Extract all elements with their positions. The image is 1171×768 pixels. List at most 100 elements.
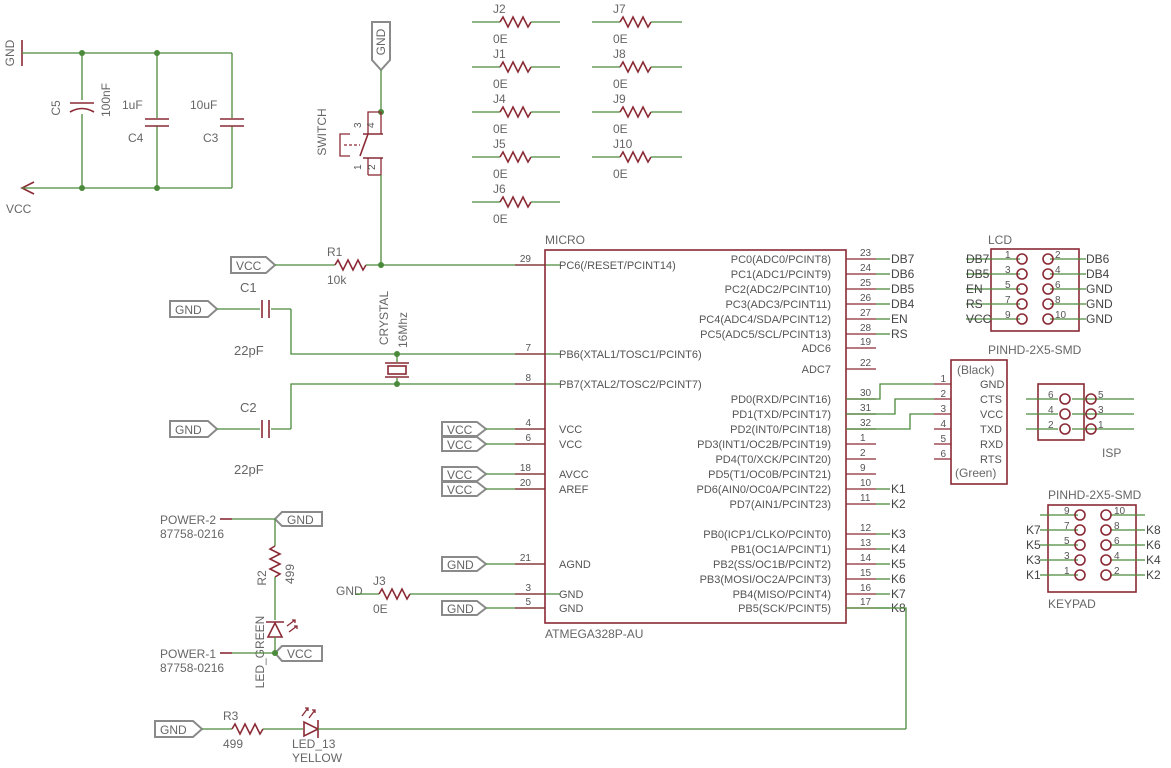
- ftdi-pin-name: RTS: [980, 454, 1002, 466]
- ftdi-pin-name: CTS: [980, 394, 1002, 406]
- micro-pin-number: 25: [860, 278, 872, 289]
- micro-pin-name: PC1(ADC1/PCINT9): [731, 269, 831, 281]
- isp-pin-number: 3: [1098, 405, 1104, 416]
- c4-value: 1uF: [122, 98, 143, 112]
- micro-pin-name: PD0(RXD/PCINT16): [731, 394, 831, 406]
- svg-text:VCC: VCC: [447, 423, 473, 437]
- jumper-j2: J2 0E: [472, 2, 560, 46]
- lcd-pin-number: 9: [1005, 310, 1011, 321]
- micro-pin-name: PD3(INT1/OC2B/PCINT19): [697, 439, 831, 451]
- lcd-pin-pad: [1042, 283, 1054, 295]
- ftdi-pin-number: 1: [940, 374, 946, 385]
- vcc-flag-r1: VCC: [230, 256, 277, 274]
- micro-pin-name: AREF: [559, 484, 589, 496]
- vcc-flag-pin18: VCC: [441, 466, 488, 482]
- jumper-j9: J9 0E: [592, 92, 682, 136]
- net-label: DB7: [891, 252, 915, 266]
- lcd-pin-number: 3: [1005, 265, 1011, 276]
- micro-pin-name: PD6(AIN0/OC0A/PCINT22): [697, 484, 831, 496]
- micro-pin-number: 28: [860, 323, 872, 334]
- led13-section: R3 499 LED_13 YELLOW: [202, 607, 907, 765]
- micro-pin-name: ADC6: [802, 343, 831, 355]
- lcd-net-label: DB7: [966, 252, 990, 266]
- micro-pin-number: 5: [525, 597, 531, 608]
- jumper-j7: J7 0E: [592, 2, 682, 46]
- j3-gnd-label: GND: [336, 584, 363, 598]
- switch-pin-2: 2: [367, 164, 378, 170]
- micro-part: ATMEGA328P-AU: [545, 627, 643, 641]
- net-label: RS: [891, 327, 908, 341]
- keypad-pin-pad: [1100, 554, 1112, 566]
- svg-text:GND: GND: [287, 513, 314, 527]
- j6-name: J6: [493, 182, 506, 196]
- net-label: K6: [891, 572, 906, 586]
- r2-value: 499: [283, 564, 297, 584]
- jumper-j10: J10 0E: [592, 137, 682, 181]
- isp-pin-pad: [1085, 393, 1097, 405]
- led13-color: YELLOW: [292, 751, 343, 765]
- keypad-pin-number: 5: [1064, 536, 1070, 547]
- keypad-pin-pad: [1100, 569, 1112, 581]
- ftdi-pin-name: RXD: [980, 439, 1003, 451]
- micro-pin-name: PC3(ADC3/PCINT11): [725, 299, 831, 311]
- ftdi-pin-number: 3: [940, 404, 946, 415]
- ftdi-bottom: (Green): [955, 466, 996, 480]
- j7-name: J7: [613, 2, 626, 16]
- jumper-j1: J1 0E: [472, 47, 560, 91]
- led13-name: LED_13: [292, 737, 336, 751]
- micro-pin-name: PC6(/RESET/PCINT14): [559, 260, 676, 272]
- gnd-flag-c2: GND: [169, 420, 219, 438]
- micro-pin-number: 6: [525, 433, 531, 444]
- lcd-pin-number: 10: [1055, 310, 1067, 321]
- micro-pin-number: 23: [860, 248, 872, 259]
- keypad-pin-pad: [1074, 539, 1086, 551]
- keypad-pin-pad: [1074, 524, 1086, 536]
- net-label: DB4: [891, 297, 915, 311]
- keypad-part: PINHD-2X5-SMD: [1048, 488, 1142, 502]
- power1-name: POWER-1: [160, 647, 216, 661]
- jumper-j8: J8 0E: [592, 47, 682, 91]
- j1-value: 0E: [493, 77, 508, 91]
- r2-name: R2: [255, 570, 269, 586]
- resistor-r1: R1 10k: [275, 245, 560, 287]
- lcd-pin-pad: [1042, 253, 1054, 265]
- isp-pin-pad: [1085, 423, 1097, 435]
- j6-value: 0E: [493, 212, 508, 226]
- crystal-name: CRYSTAL: [377, 291, 391, 346]
- vcc-flag-pin6: VCC: [441, 436, 488, 452]
- r3-name: R3: [223, 709, 239, 723]
- net-label: DB6: [891, 267, 915, 281]
- switch-pin-4: 4: [366, 122, 377, 128]
- switch-pin-3: 3: [353, 122, 364, 128]
- lcd-pin-pad: [1042, 268, 1054, 280]
- micro-pin-number: 26: [860, 293, 872, 304]
- keypad-pin-number: 8: [1114, 521, 1120, 532]
- micro-pin-number: 11: [860, 493, 871, 504]
- lcd-pin-number: 5: [1005, 280, 1011, 291]
- micro-pin-name: PB3(MOSI/OC2A/PCINT3): [700, 574, 831, 586]
- micro-pin-name: AVCC: [559, 469, 589, 481]
- lcd-pin-number: 4: [1055, 265, 1061, 276]
- micro-pin-number: 21: [520, 553, 532, 564]
- micro-pin-number: 15: [860, 568, 872, 579]
- lcd-pin-pad: [1016, 298, 1028, 310]
- micro-pin-number: 20: [520, 478, 532, 489]
- keypad-net-label: K7: [1026, 523, 1041, 537]
- keypad-pin-pad: [1074, 569, 1086, 581]
- isp-pin-number: 4: [1048, 405, 1054, 416]
- micro-pin-number: 27: [860, 308, 872, 319]
- micro-pin-name: PD4(T0/XCK/PCINT20): [715, 454, 831, 466]
- micro-pin-name: PB2(SS/OC1B/PCINT2): [713, 559, 831, 571]
- micro-pin-number: 2: [860, 448, 866, 459]
- c5-value: 100nF: [99, 83, 113, 117]
- lcd-name: LCD: [988, 233, 1012, 247]
- keypad-pin-pad: [1100, 539, 1112, 551]
- crystal-value: 16Mhz: [396, 312, 410, 348]
- micro-pin-number: 10: [860, 478, 872, 489]
- jumper-j5: J5 0E: [472, 137, 560, 181]
- micro-pin-number: 9: [860, 463, 866, 474]
- micro-pin-name: PB6(XTAL1/TOSC1/PCINT6): [559, 349, 702, 361]
- gnd-flag-c1: GND: [169, 300, 219, 318]
